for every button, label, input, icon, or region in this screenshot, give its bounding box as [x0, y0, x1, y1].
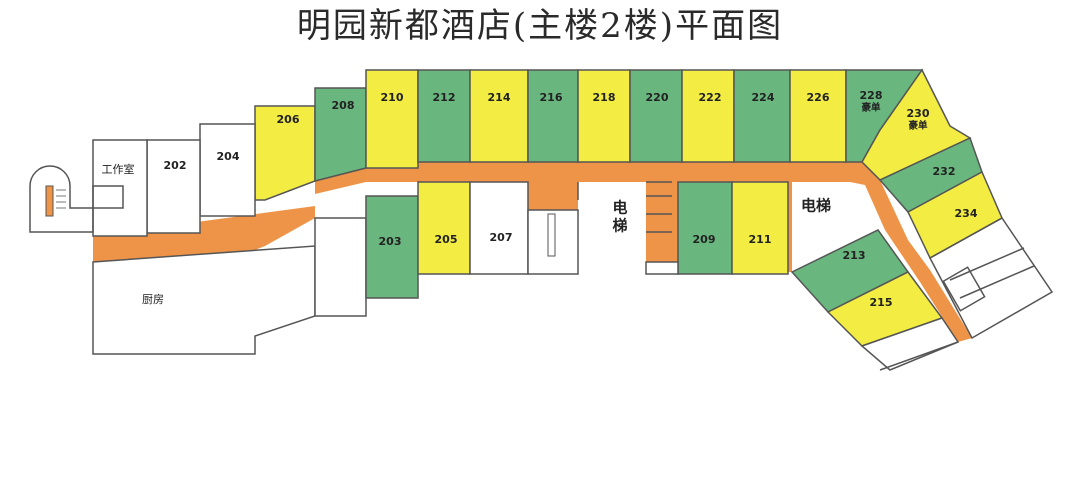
label-220: 220: [646, 91, 669, 104]
east-wing-outline: [928, 217, 1054, 340]
label-232: 232: [933, 165, 956, 178]
room-222[interactable]: [681, 69, 735, 163]
room-212[interactable]: [417, 69, 471, 163]
room-224[interactable]: [733, 69, 791, 163]
label-230-deluxe: 豪单: [908, 120, 928, 132]
label-203: 203: [379, 235, 402, 248]
label-209: 209: [693, 233, 716, 246]
label-234: 234: [955, 207, 978, 220]
room-209[interactable]: [677, 181, 733, 275]
rooms-south: [365, 181, 1054, 371]
label-elevator-west-1: 电: [612, 199, 627, 217]
label-workroom: 工作室: [102, 162, 135, 176]
room-211[interactable]: [731, 181, 789, 275]
east-wing-box: [942, 266, 986, 312]
kitchen[interactable]: [92, 245, 316, 355]
label-211: 211: [749, 233, 772, 246]
label-224: 224: [752, 91, 775, 104]
room-210[interactable]: [365, 69, 419, 169]
label-215: 215: [870, 296, 893, 309]
room-220[interactable]: [629, 69, 683, 163]
label-elevator-west-2: 梯: [612, 217, 627, 235]
room-labels: 206 208 210 212 214 216 218 220 222 224 …: [102, 89, 978, 309]
label-213: 213: [843, 249, 866, 262]
service-room-west[interactable]: [314, 217, 367, 317]
label-208: 208: [332, 99, 355, 112]
label-elevator-east: 电梯: [801, 197, 831, 215]
room-207[interactable]: [469, 181, 529, 275]
label-218: 218: [593, 91, 616, 104]
corridor-ticks: [577, 181, 672, 233]
stair-tower-steps: [45, 185, 54, 217]
room-204[interactable]: [199, 123, 256, 217]
label-kitchen: 厨房: [142, 293, 164, 306]
rooms-west: [29, 123, 367, 355]
label-204: 204: [217, 150, 240, 163]
room-205[interactable]: [417, 181, 471, 275]
corridor-west: [93, 168, 578, 262]
rooms-north: [254, 68, 1003, 260]
label-222: 222: [699, 91, 722, 104]
label-206: 206: [277, 113, 300, 126]
stairwell-steps: [547, 213, 556, 257]
plan-title: 明园新都酒店(主楼2楼)平面图: [296, 6, 784, 46]
label-228: 228: [860, 89, 883, 102]
label-202: 202: [164, 159, 187, 172]
label-226: 226: [807, 91, 830, 104]
label-207: 207: [490, 231, 513, 244]
room-216[interactable]: [527, 69, 579, 163]
workroom[interactable]: [92, 139, 148, 237]
label-210: 210: [381, 91, 404, 104]
room-202[interactable]: [146, 139, 201, 234]
room-218[interactable]: [577, 69, 631, 163]
corridor-main: [366, 160, 972, 342]
label-230: 230: [907, 107, 930, 120]
room-214[interactable]: [469, 69, 529, 163]
label-205: 205: [435, 233, 458, 246]
label-216: 216: [540, 91, 563, 104]
label-212: 212: [433, 91, 456, 104]
stair-tower: [29, 165, 94, 233]
service-closet: [645, 261, 679, 275]
label-228-deluxe: 豪单: [861, 102, 881, 114]
workroom-inner-box: [92, 185, 124, 209]
label-214: 214: [488, 91, 511, 104]
room-226[interactable]: [789, 69, 847, 163]
